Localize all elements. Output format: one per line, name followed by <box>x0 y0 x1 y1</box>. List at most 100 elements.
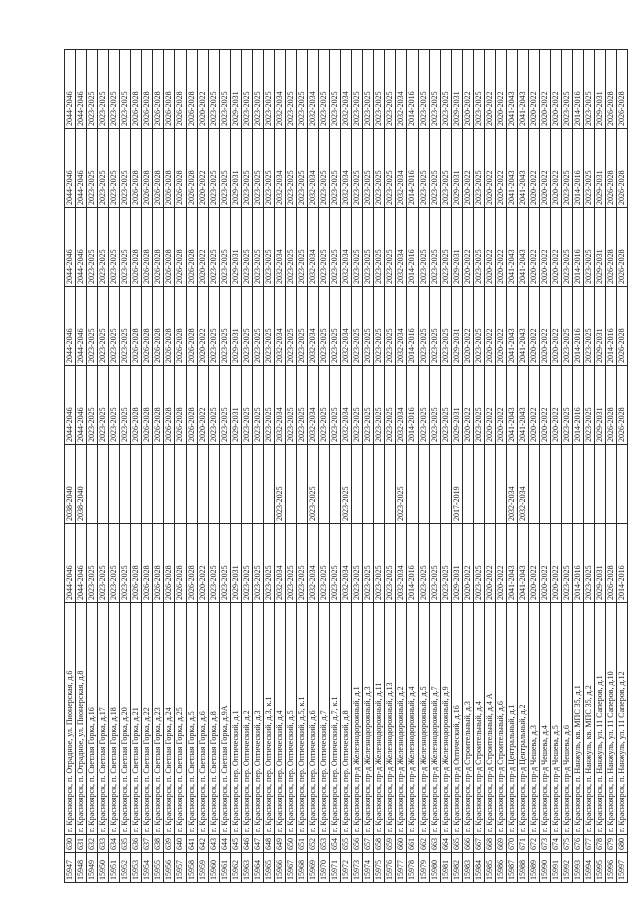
cell-period-6: 2020-2022 <box>484 128 496 208</box>
cell-period-5: 2023-2025 <box>86 207 98 287</box>
cell-period-4: 2020-2022 <box>484 286 496 366</box>
cell-period-5: 2023-2025 <box>285 207 297 287</box>
cell-number: 677 <box>583 834 595 853</box>
cell-period-3: 2029-2031 <box>230 365 242 445</box>
cell-period-5: 2023-2025 <box>429 207 441 287</box>
cell-period-3: 2026-2028 <box>130 365 142 445</box>
cell-period-1: 2029-2031 <box>230 523 242 603</box>
cell-id: 15947 <box>64 852 76 883</box>
cell-period-6: 2023-2025 <box>329 128 341 208</box>
cell-number: 633 <box>97 834 109 853</box>
cell-period-3: 2023-2025 <box>285 365 297 445</box>
cell-period-1: 2023-2025 <box>241 523 253 603</box>
cell-period-2 <box>97 444 109 524</box>
cell-period-2 <box>141 444 153 524</box>
cell-period-2: 2038-2040 <box>75 444 87 524</box>
cell-period-2 <box>373 444 385 524</box>
cell-period-1: 2044-2046 <box>64 523 76 603</box>
cell-period-3: 2041-2043 <box>517 365 529 445</box>
cell-period-7: 2020-2022 <box>484 49 496 129</box>
cell-period-7: 2020-2022 <box>462 49 474 129</box>
cell-period-4: 2023-2025 <box>429 286 441 366</box>
cell-address: г. Красноярск, пр-д Центральный, д.2 <box>517 602 529 835</box>
cell-period-1: 2026-2028 <box>141 523 153 603</box>
cell-period-7: 2023-2025 <box>285 49 297 129</box>
cell-number: 668 <box>484 834 496 853</box>
cell-number: 671 <box>517 834 529 853</box>
cell-period-1: 2023-2025 <box>351 523 363 603</box>
cell-period-6: 2026-2028 <box>130 128 142 208</box>
cell-period-3: 2044-2046 <box>64 365 76 445</box>
cell-id: 15953 <box>130 852 142 883</box>
cell-address: г. Красноярск, пр-д Железнодорожный, д.1… <box>384 602 396 835</box>
cell-id: 15966 <box>274 852 286 883</box>
cell-period-7: 2023-2025 <box>440 49 452 129</box>
cell-period-5: 2023-2025 <box>97 207 109 287</box>
cell-period-4: 2026-2028 <box>186 286 198 366</box>
cell-id: 15969 <box>307 852 319 883</box>
cell-number: 667 <box>473 834 485 853</box>
cell-period-4: 2020-2022 <box>528 286 540 366</box>
cell-id: 15952 <box>119 852 131 883</box>
cell-period-5: 2023-2025 <box>329 207 341 287</box>
cell-address: г. Красноярск, п. Отрадное, ул. Пионерск… <box>64 602 76 835</box>
cell-address: г. Красноярск, пр-д Железнодорожный, д.5 <box>418 602 430 835</box>
cell-period-4: 2044-2046 <box>75 286 87 366</box>
cell-period-3: 2020-2022 <box>462 365 474 445</box>
cell-period-6: 2023-2025 <box>119 128 131 208</box>
cell-period-7: 2032-2034 <box>274 49 286 129</box>
cell-period-1: 2029-2031 <box>594 523 606 603</box>
cell-period-4: 2020-2022 <box>197 286 209 366</box>
cell-address: г. Красноярск, пер. Оптический, д.6 <box>307 602 319 835</box>
cell-period-6: 2044-2046 <box>75 128 87 208</box>
cell-period-6: 2023-2025 <box>285 128 297 208</box>
cell-period-7: 2023-2025 <box>429 49 441 129</box>
cell-period-2 <box>285 444 297 524</box>
cell-period-3: 2023-2025 <box>219 365 231 445</box>
cell-period-5: 2023-2025 <box>252 207 264 287</box>
cell-period-6: 2023-2025 <box>219 128 231 208</box>
cell-period-3: 2023-2025 <box>252 365 264 445</box>
cell-period-3: 2032-2034 <box>340 365 352 445</box>
cell-period-7: 2023-2025 <box>208 49 220 129</box>
cell-period-4: 2023-2025 <box>219 286 231 366</box>
cell-period-1: 2044-2046 <box>75 523 87 603</box>
cell-id: 15985 <box>484 852 496 883</box>
cell-period-5: 2026-2028 <box>163 207 175 287</box>
cell-period-1: 2026-2028 <box>130 523 142 603</box>
cell-period-2 <box>550 444 562 524</box>
cell-id: 15964 <box>252 852 264 883</box>
cell-period-2 <box>583 444 595 524</box>
cell-number: 657 <box>362 834 374 853</box>
cell-period-7: 2032-2034 <box>395 49 407 129</box>
cell-period-2: 2023-2025 <box>340 444 352 524</box>
cell-period-6: 2023-2025 <box>384 128 396 208</box>
cell-period-7: 2026-2028 <box>141 49 153 129</box>
cell-period-1: 2014-2016 <box>616 523 628 603</box>
cell-id: 15961 <box>219 852 231 883</box>
cell-address: г. Красноярск, пр-д Строительный, д.3 <box>462 602 474 835</box>
cell-period-4: 2026-2028 <box>141 286 153 366</box>
cell-period-2 <box>594 444 606 524</box>
cell-period-6: 2023-2025 <box>561 128 573 208</box>
cell-period-7: 2020-2022 <box>495 49 507 129</box>
cell-period-6: 2026-2028 <box>163 128 175 208</box>
cell-period-5: 2020-2022 <box>528 207 540 287</box>
cell-id: 15971 <box>329 852 341 883</box>
cell-period-5: 2023-2025 <box>440 207 452 287</box>
cell-period-5: 2023-2025 <box>583 207 595 287</box>
cell-number: 650 <box>285 834 297 853</box>
cell-address: г. Красноярск, п. Светлая Горка, д.18 <box>108 602 120 835</box>
cell-period-6: 2020-2022 <box>197 128 209 208</box>
